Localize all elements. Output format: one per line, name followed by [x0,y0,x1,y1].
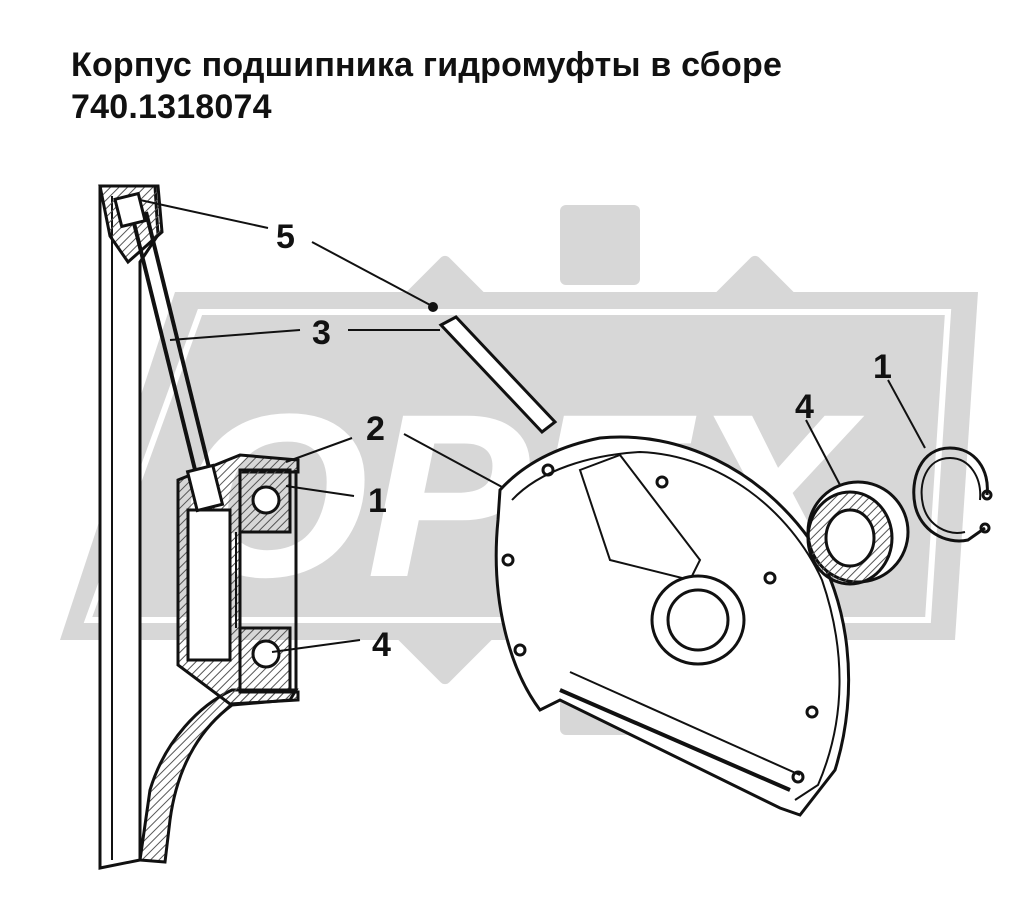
leader-lines-left [139,199,503,653]
pin-dot [428,302,438,312]
bearing-part [806,480,910,586]
housing-section [98,184,300,870]
callout-3: 3 [312,314,331,352]
callout-4-right: 4 [795,388,814,426]
callout-4-left: 4 [372,626,391,664]
leader-lines-right [805,379,926,486]
callout-5: 5 [276,218,295,256]
callout-1-right: 1 [873,348,892,386]
callout-2-left: 2 [366,410,385,448]
title-block: Корпус подшипника гидромуфты в сборе 740… [71,44,782,128]
exploded-parts [428,302,993,817]
callout-1-left: 1 [368,482,387,520]
drawing-part-number: 740.1318074 [71,88,272,126]
rod-part [438,315,558,435]
retaining-ring [912,446,989,543]
drawing-title: Корпус подшипника гидромуфты в сборе [71,46,783,84]
